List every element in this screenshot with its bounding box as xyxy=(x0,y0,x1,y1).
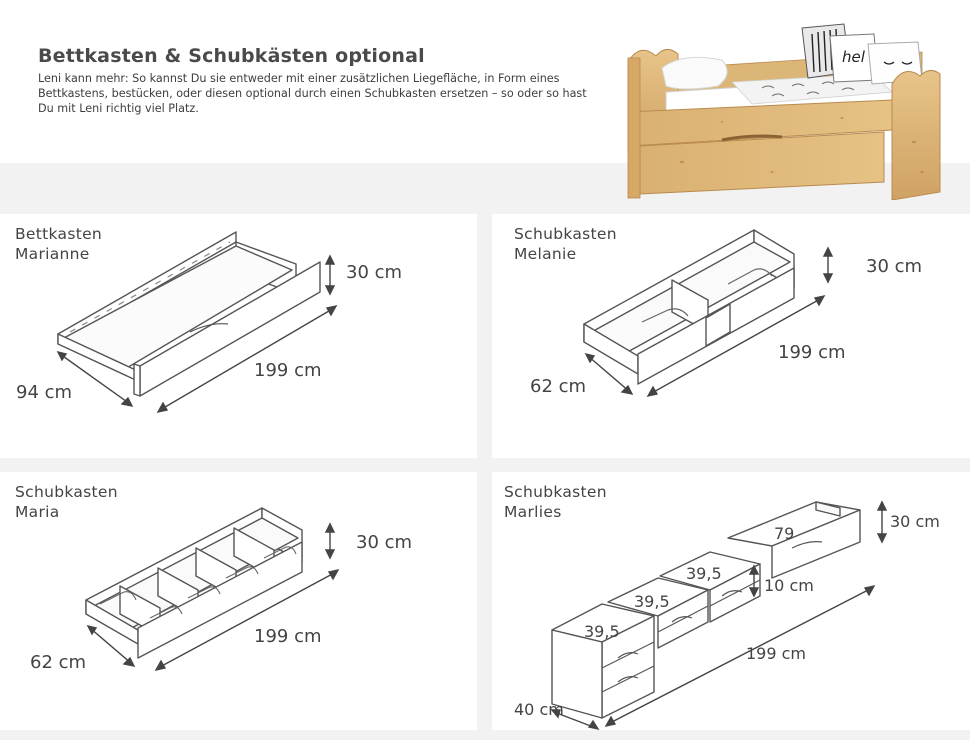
schubkasten-melanie-drawing xyxy=(583,229,834,398)
bettkasten-marianne-drawing xyxy=(56,231,338,414)
card-schubkasten-maria: Schubkasten Maria xyxy=(0,472,477,730)
dimension-length: 199 cm xyxy=(254,626,322,647)
module-width-1: 39,5 xyxy=(584,622,620,641)
card-schubkasten-marlies: Schubkasten Marlies xyxy=(492,472,970,730)
product-name: Bettkasten Marianne xyxy=(15,225,103,263)
pillow-text: hel xyxy=(842,48,866,66)
intro-text: Leni kann mehr: So kannst Du sie entwede… xyxy=(38,72,587,115)
dimension-inner-height: 10 cm xyxy=(764,576,814,595)
module-width-4: 79 xyxy=(774,524,795,543)
dimension-length: 199 cm xyxy=(746,644,807,663)
dimension-depth: 94 cm xyxy=(16,382,73,403)
dimension-depth: 62 cm xyxy=(30,652,87,673)
product-name: Schubkasten Marlies xyxy=(504,483,607,521)
schubkasten-marlies-drawing xyxy=(550,500,888,730)
schubkasten-maria-drawing xyxy=(85,507,340,672)
module-width-3: 39,5 xyxy=(686,564,722,583)
product-name: Schubkasten Melanie xyxy=(514,225,617,263)
dimension-height: 30 cm xyxy=(890,512,940,531)
dimension-length: 199 cm xyxy=(778,342,846,363)
module-width-2: 39,5 xyxy=(634,592,670,611)
dimension-length: 199 cm xyxy=(254,360,322,381)
dimension-depth: 62 cm xyxy=(530,376,587,397)
page-title: Bettkasten & Schubkästen optional xyxy=(38,45,425,67)
card-schubkasten-melanie: Schubkasten Melanie xyxy=(492,214,970,458)
dimension-height: 30 cm xyxy=(866,256,923,277)
product-name: Schubkasten Maria xyxy=(15,483,118,521)
bed-product-image: hel xyxy=(627,23,941,200)
dimension-height: 30 cm xyxy=(356,532,413,553)
dimension-depth: 40 cm xyxy=(514,700,564,719)
dimension-height: 30 cm xyxy=(346,262,403,283)
card-bettkasten-marianne: Bettkasten Marianne 30 cm xyxy=(0,214,477,458)
